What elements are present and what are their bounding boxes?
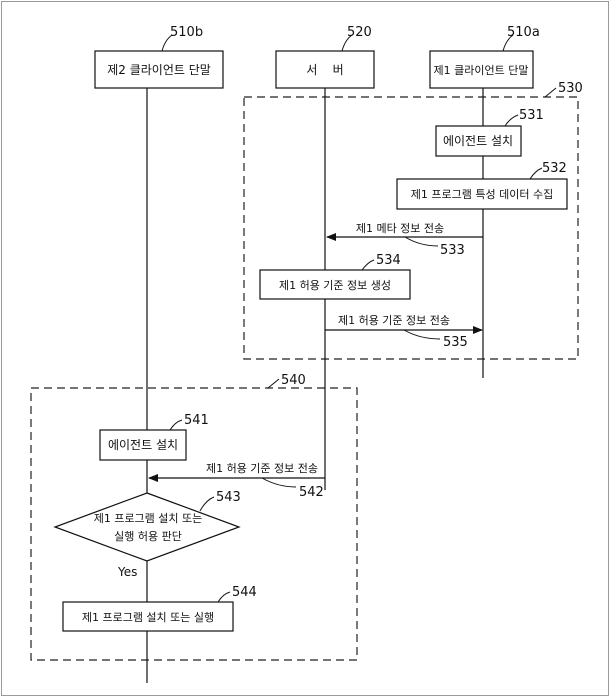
decision-543-line2: 실행 허용 판단: [114, 530, 182, 543]
step-532-label: 제1 프로그램 특성 데이터 수집: [411, 188, 553, 201]
ref-535: 535: [443, 335, 468, 350]
ref-510a-leader: [502, 34, 514, 52]
participant-510a-label: 제1 클라이언트 단말: [434, 64, 529, 77]
ref-542-leader: [261, 477, 297, 488]
ref-543-leader: [199, 496, 215, 512]
group-540-ref: 540: [281, 373, 306, 388]
msg-535-label: 제1 허용 기준 정보 전송: [338, 314, 450, 327]
step-541-label: 에이전트 설치: [108, 438, 178, 452]
ref-543: 543: [216, 490, 241, 505]
step-531-label: 에이전트 설치: [443, 134, 513, 148]
step-541-box: [99, 429, 187, 461]
ref-520: 520: [347, 25, 372, 40]
step-532-box: [396, 178, 568, 210]
step-534-label: 제1 허용 기준 정보 생성: [279, 279, 391, 292]
step-544-box: [62, 601, 234, 632]
step-534-box: [259, 269, 411, 300]
participant-510b-label: 제2 클라이언트 단말: [107, 63, 211, 77]
group-540-leader: [267, 378, 280, 389]
ref-542: 542: [299, 485, 324, 500]
msg-542-label: 제1 허용 기준 정보 전송: [206, 462, 318, 475]
ref-544-leader: [217, 591, 231, 603]
ref-534-leader: [361, 259, 375, 271]
group-540-box: [30, 387, 358, 661]
ref-533: 533: [440, 243, 465, 258]
ref-541-leader: [169, 419, 183, 431]
decision-543-diamond: [53, 492, 241, 562]
ref-544: 544: [232, 585, 257, 600]
step-544-label: 제1 프로그램 설치 또는 실행: [82, 611, 214, 624]
group-530-ref: 530: [558, 81, 583, 96]
ref-510a: 510a: [507, 25, 540, 40]
ref-510b: 510b: [170, 25, 203, 40]
ref-510b-leader: [161, 34, 173, 52]
msg-533-label: 제1 메타 정보 전송: [356, 222, 444, 235]
ref-532-leader: [529, 167, 543, 180]
participant-510b-box: [94, 50, 224, 89]
participant-510a-box: [429, 50, 534, 89]
ref-531-leader: [504, 114, 519, 127]
ref-520-leader: [341, 34, 353, 52]
ref-533-leader: [404, 236, 439, 247]
group-530-box: [243, 96, 579, 360]
ref-532: 532: [542, 161, 567, 176]
participant-520-box: [275, 50, 375, 89]
step-531-box: [435, 125, 522, 157]
ref-541: 541: [184, 413, 209, 428]
decision-543-line1: 제1 프로그램 설치 또는: [94, 512, 203, 525]
participant-520-label: 서 버: [306, 63, 343, 77]
group-530-leader: [544, 87, 557, 98]
ref-534: 534: [376, 253, 401, 268]
decision-yes-label: Yes: [117, 565, 137, 579]
ref-535-leader: [403, 329, 441, 340]
ref-531: 531: [519, 108, 544, 123]
